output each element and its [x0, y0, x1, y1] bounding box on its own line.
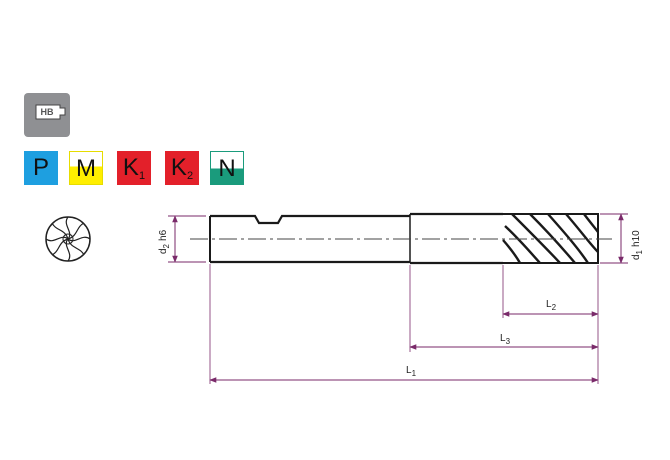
- material-n: N: [210, 151, 244, 185]
- d2-label: d2h6: [158, 229, 171, 254]
- material-k2-sub: 2: [186, 170, 194, 182]
- d2-dimension: [168, 215, 206, 263]
- material-k1: K1: [117, 151, 151, 185]
- cross-section-icon: [45, 216, 91, 262]
- hb-shank-badge: HB: [24, 93, 70, 137]
- extension-lines: [209, 264, 599, 384]
- material-m: M: [69, 151, 103, 185]
- material-k2: K2: [165, 151, 199, 185]
- flutes: [502, 213, 599, 264]
- material-k1-sub: 1: [138, 170, 146, 182]
- material-k2-letter: K: [170, 154, 187, 181]
- material-p-letter: P: [32, 154, 49, 181]
- material-n-letter: N: [218, 155, 236, 182]
- material-k1-letter: K: [122, 154, 139, 181]
- L3-label: L3: [500, 333, 511, 346]
- L1-label: L1: [406, 365, 417, 378]
- material-m-letter: M: [76, 155, 96, 182]
- hb-label: HB: [40, 107, 54, 117]
- shank-icon: [35, 104, 66, 120]
- d1-label: d1h10: [631, 230, 644, 260]
- L2-label: L2: [546, 299, 557, 312]
- d1-dimension: [600, 213, 628, 264]
- material-p: P: [24, 151, 58, 185]
